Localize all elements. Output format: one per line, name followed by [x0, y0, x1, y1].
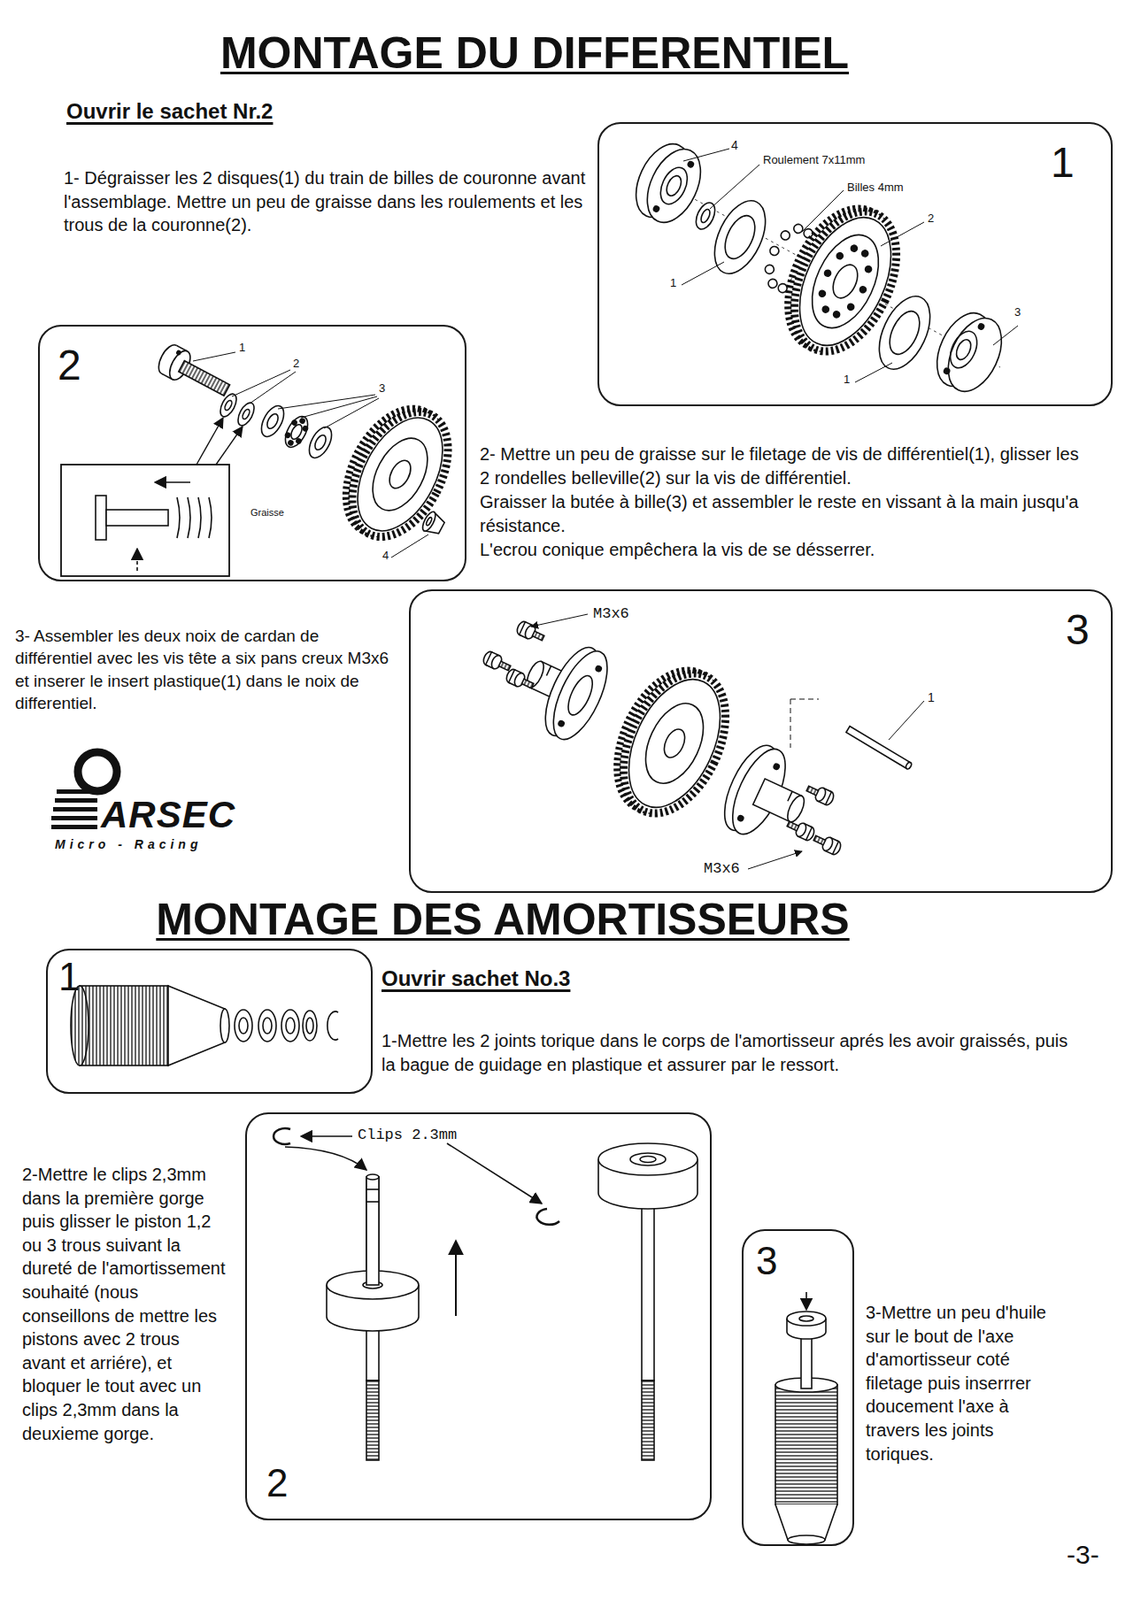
part-name: Roulement 7x11mm	[763, 154, 865, 168]
callout-number: 4	[731, 138, 739, 153]
step-number: 1	[1050, 141, 1075, 185]
callout-number: 2	[927, 212, 934, 226]
callout-number: 2	[292, 357, 300, 371]
screw-assembly	[61, 341, 468, 577]
exploded-differential	[624, 135, 1018, 401]
instruction-text: 1- Dégraisser les 2 disques(1) du train …	[63, 166, 586, 238]
step-number: 3	[755, 1241, 778, 1281]
brand-tagline: Micro - Racing	[54, 837, 202, 852]
instruction-text: 2-Mettre le clips 2,3mm dans la première…	[22, 1163, 228, 1446]
instruction-text: L'ecrou conique empêchera la vis de se d…	[479, 538, 1091, 563]
callout-number: 1	[238, 341, 246, 355]
step-panel: 3	[408, 589, 1113, 894]
page-number: -3-	[1066, 1540, 1100, 1572]
step-number: 3	[1065, 608, 1090, 652]
callout-number: 1	[843, 373, 850, 387]
step-panel: 2	[245, 1112, 712, 1521]
step-panel: 1	[46, 948, 373, 1095]
screw-size: M3x6	[703, 860, 740, 879]
part-name: Graisse	[250, 507, 285, 519]
instruction-text: 3- Assembler les deux noix de cardan de …	[15, 624, 401, 715]
instruction-text: 1-Mettre les 2 joints torique dans le co…	[381, 1029, 1081, 1077]
step-number: 1	[58, 957, 80, 997]
instruction-text: Graisser la butée à bille(3) et assemble…	[479, 490, 1091, 538]
section-title: MONTAGE DES AMORTISSEURS	[0, 895, 1006, 945]
shock-insertion	[775, 1292, 838, 1545]
step-number: 2	[57, 344, 82, 387]
instruction-text: 3-Mettre un peu d'huile sur le bout de l…	[865, 1301, 1052, 1466]
instruction-text: 2- Mettre un peu de graisse sur le filet…	[479, 442, 1091, 490]
section-heading: Ouvrir sachet No.3	[381, 966, 571, 992]
cardan-assembly	[481, 614, 925, 870]
callout-number: 3	[378, 382, 386, 396]
callout-number: 4	[382, 549, 389, 563]
callout-number: 1	[670, 277, 677, 291]
piston-assembly	[273, 1128, 698, 1461]
brand-name: ARSEC	[100, 794, 236, 836]
screw-size: M3x6	[593, 605, 630, 624]
part-name: Clips 2.3mm	[357, 1126, 457, 1145]
page-title: MONTAGE DU DIFFERENTIEL	[0, 29, 1070, 78]
step-panel: 3	[741, 1229, 855, 1547]
callout-number: 1	[927, 690, 935, 705]
part-name: Billes 4mm	[847, 181, 904, 195]
section-heading: Ouvrir le sachet Nr.2	[66, 99, 273, 124]
callout-number: 3	[1014, 306, 1021, 320]
step-panel: 2	[38, 324, 467, 582]
step-number: 2	[266, 1464, 288, 1503]
shock-body	[70, 986, 339, 1066]
